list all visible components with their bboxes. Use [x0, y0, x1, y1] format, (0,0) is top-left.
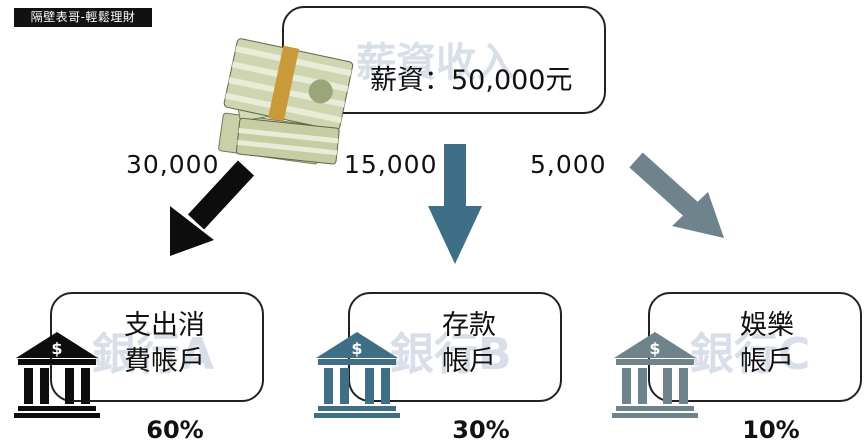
account-label-a-line1: 支出消: [124, 310, 205, 341]
account-label-a-line2: 費帳戶: [124, 346, 205, 377]
account-label-b-line2: 帳戶: [442, 346, 496, 377]
brand-label: 隔壁表哥-輕鬆理財: [14, 8, 152, 27]
percent-b: 30%: [452, 416, 510, 444]
salary-watermark: 薪資收入: [356, 40, 516, 86]
arrow-to-bank-b: [428, 144, 482, 264]
flow-amount-c: 5,000: [530, 150, 607, 179]
percent-c: 10%: [742, 416, 800, 444]
flow-amount-b: 15,000: [344, 150, 438, 179]
account-label-c-line1: 娛樂: [740, 310, 794, 341]
account-watermark-a: 銀行A: [92, 329, 215, 380]
salary-label: 薪資：50,000元: [370, 65, 573, 96]
bank-icon: $: [14, 332, 100, 418]
percent-a: 60%: [146, 416, 204, 444]
account-label-b-line1: 存款: [442, 310, 496, 341]
svg-text:$: $: [351, 339, 362, 358]
account-watermark-b: 銀行B: [390, 329, 512, 380]
account-watermark-c: 銀行C: [690, 329, 811, 380]
arrow-to-bank-c: [629, 152, 724, 238]
account-label-c-line2: 帳戶: [740, 346, 794, 377]
svg-text:$: $: [649, 339, 660, 358]
bank-icon: $: [314, 332, 400, 418]
svg-text:$: $: [51, 339, 62, 358]
arrow-to-bank-a: [170, 160, 255, 256]
flow-amount-a: 30,000: [126, 150, 220, 179]
bank-icon: $: [612, 332, 698, 418]
